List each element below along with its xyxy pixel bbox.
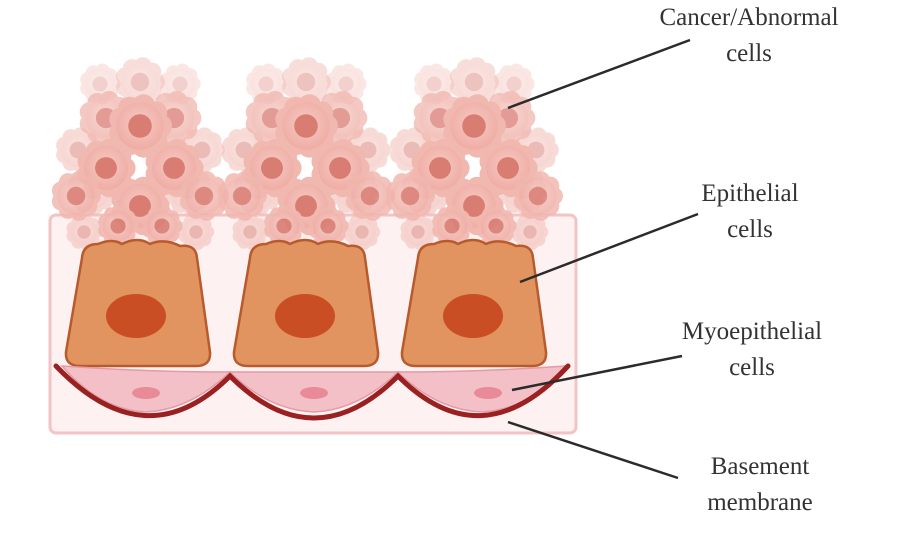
cancer-cell [326,63,367,105]
cancer-cell [385,171,435,221]
label-line: Cancer/Abnormal [659,4,839,31]
cancer-cell-nucleus [329,157,351,179]
cancer-cell [109,94,172,158]
cancer-cell-nucleus [95,157,117,179]
label-myoepithelial-cells: Myoepithelial cells [654,314,850,386]
cancer-cell-nucleus [189,225,203,239]
cancer-cell-nucleus [523,225,537,239]
cancer-cell-nucleus [429,157,451,179]
epithelial-nucleus [443,294,503,338]
cancer-cell-clusters [51,57,563,250]
cancer-cell [246,63,287,105]
label-line: cells [727,216,773,243]
label-basement-membrane: Basement membrane [680,449,840,521]
label-line: membrane [707,489,813,516]
cancer-cell-nucleus [232,186,252,206]
cancer-cell-nucleus [194,186,214,206]
label-cancer-abnormal-cells: Cancer/Abnormal cells [636,0,862,72]
basement-membrane [53,363,571,421]
cancer-cell-nucleus [338,76,354,92]
cancer-cell-nucleus [294,114,318,138]
cancer-cell [51,171,102,221]
cancer-cell [281,57,331,107]
cancer-cell-nucleus [172,76,188,92]
cancer-cell-nucleus [77,225,91,239]
cancer-cell [160,63,201,105]
cancer-cell-nucleus [411,225,425,239]
leader-line-epithelial [519,212,699,284]
cancer-cell [400,214,437,250]
cancer-cell-nucleus [506,76,522,92]
cancer-cell [178,214,215,250]
leader-line-cancer [507,38,691,110]
cancer-cell [243,138,302,198]
label-line: cells [729,354,775,381]
cancer-cell [512,214,549,250]
cancer-cell-nucleus [528,186,548,206]
cancer-cell-nucleus [462,114,486,138]
myoepithelial-nucleus [474,387,502,399]
epithelial-nucleus [106,294,166,338]
epithelial-cell [64,238,212,368]
cancer-cell [232,214,269,250]
epithelial-cell [400,238,548,368]
myoepithelial-cells [60,365,568,413]
cancer-cell-nucleus [355,225,369,239]
cancer-cell [145,138,204,198]
cancer-cell [308,205,349,247]
epithelial-cells [64,238,548,368]
cancer-cell-nucleus [130,72,150,92]
cancer-cell-nucleus [296,72,316,92]
cancer-cell [98,205,139,247]
cancer-cell-nucleus [110,218,126,234]
cancer-cell-nucleus [444,218,460,234]
cancer-cell-nucleus [128,114,152,138]
myoepithelial-nucleus [300,387,328,399]
cancer-cell [142,205,183,247]
cancer-cell-nucleus [154,218,170,234]
leader-line-basement [507,420,679,480]
label-line: Epithelial [701,180,799,207]
cancer-cell-nucleus [463,195,485,217]
cancer-cell-nucleus [320,218,336,234]
cancer-cell-nucleus [360,186,380,206]
cancer-cell-nucleus [92,76,108,92]
cancer-cell [80,63,121,105]
label-line: cells [726,40,772,67]
cancer-cell-nucleus [464,72,484,92]
myoepithelial-nucleus [132,387,160,399]
cancer-cell [66,214,103,250]
cancer-cell [311,138,370,198]
cancer-cell-nucleus [258,76,274,92]
cancer-cell [414,63,455,105]
label-line: Myoepithelial [681,318,823,345]
cancer-cell [275,94,339,158]
label-line: Basement [710,453,810,480]
cancer-cell-nucleus [295,195,317,217]
cancer-cell-nucleus [497,157,519,179]
cancer-cell-nucleus [488,218,504,234]
cancer-cell-nucleus [66,186,86,206]
leader-line-myoepithelial [511,354,683,392]
cancer-cell [494,63,535,105]
epithelial-cell [232,238,380,368]
cancer-cell-nucleus [276,218,292,234]
cancer-cell-nucleus [129,195,151,217]
cancer-cell-nucleus [426,76,442,92]
cancer-cell [217,171,267,221]
epithelial-nucleus [275,294,335,338]
cancer-cell-nucleus [243,225,257,239]
cancer-cell-nucleus [163,157,185,179]
cancer-cell-nucleus [400,186,420,206]
cancer-cell-nucleus [261,157,283,179]
cancer-cell [344,214,381,250]
label-epithelial-cells: Epithelial cells [680,176,820,248]
cancer-cell [77,138,136,198]
cancer-cell [443,94,507,158]
